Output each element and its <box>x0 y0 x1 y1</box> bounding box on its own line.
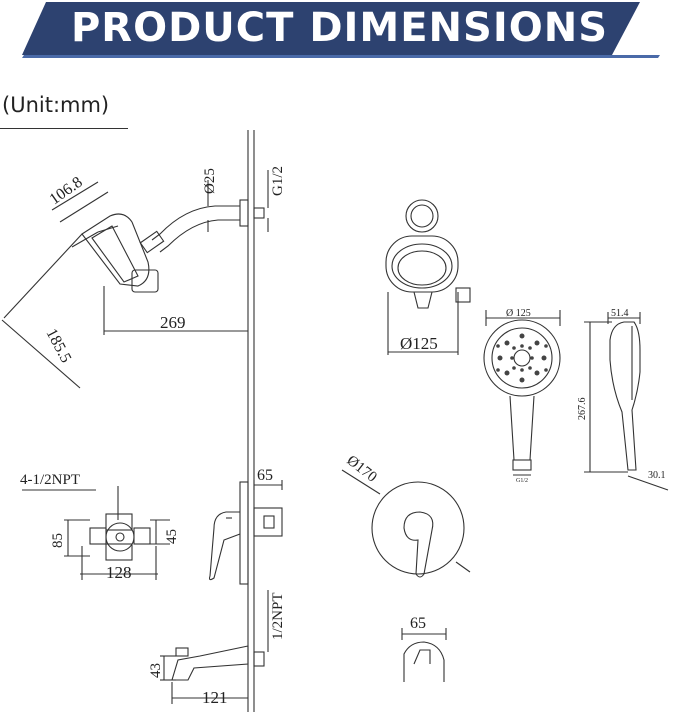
spout-thread-dimension: 1/2NPT <box>270 592 286 640</box>
arm-diameter-dimension: Ø25 <box>202 168 218 194</box>
shower-head-drawing <box>71 199 265 335</box>
rough-in-valve-drawing <box>22 486 170 580</box>
handheld-front-drawing <box>483 310 561 476</box>
unit-label: (Unit:mm) <box>2 93 110 117</box>
valve-depth-dimension: 65 <box>257 467 273 484</box>
unit-underline <box>0 128 128 129</box>
trim-diameter-dimension: Ø170 <box>344 453 380 486</box>
wall-valve-drawing <box>208 480 283 585</box>
spout-height-dimension: 43 <box>148 663 164 678</box>
holder-diameter-dimension: Ø125 <box>400 334 438 353</box>
head-top-dimension: 106.8 <box>47 174 86 209</box>
banner-shape <box>22 2 640 55</box>
banner-accent-stripe <box>22 55 660 58</box>
lever-depth-dimension: 65 <box>410 615 426 632</box>
handheld-thread-dimension: G1/2 <box>516 478 528 484</box>
handheld-base-dimension: 30.1 <box>648 470 666 481</box>
handheld-side-drawing <box>584 312 669 491</box>
lever-side-drawing <box>401 628 447 682</box>
arm-reach-dimension: 269 <box>160 313 186 332</box>
wall <box>247 130 255 712</box>
valve-offset-dimension: 45 <box>164 529 180 544</box>
tub-spout-drawing <box>160 590 269 704</box>
shower-head-dimensions <box>1 170 269 389</box>
handheld-face-dimension: Ø 125 <box>506 308 531 319</box>
spray-nozzles <box>496 333 548 383</box>
valve-height-dimension: 85 <box>50 533 66 548</box>
header-banner <box>22 2 660 58</box>
valve-inlets-dimension: 4-1/2NPT <box>20 472 80 488</box>
valve-width-dimension: 128 <box>106 563 132 582</box>
page-title: PRODUCT DIMENSIONS <box>70 5 609 51</box>
handshower-holder-drawing <box>385 199 471 355</box>
handheld-depth-dimension: 51.4 <box>611 308 629 319</box>
spout-length-dimension: 121 <box>202 688 228 707</box>
trim-plate-drawing <box>341 469 471 578</box>
inlet-thread-dimension: G1/2 <box>270 166 286 196</box>
handheld-length-dimension: 267.6 <box>577 398 588 421</box>
